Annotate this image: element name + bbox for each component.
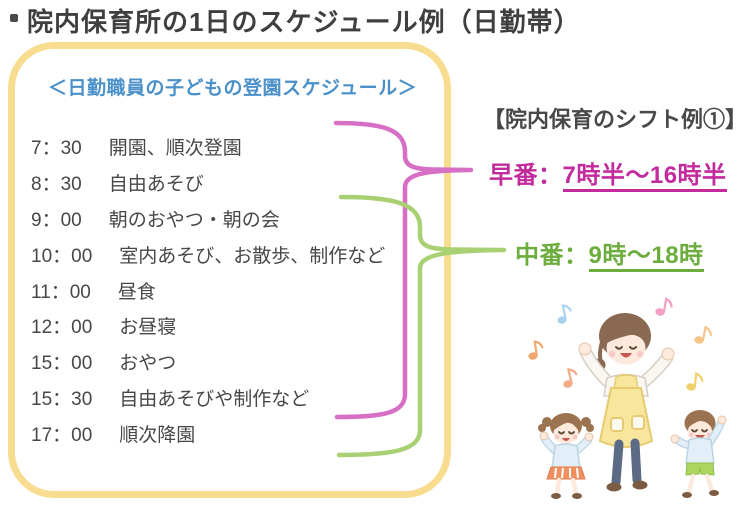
schedule-time: 11：00: [31, 281, 91, 303]
schedule-activity: 自由あそびや制作など: [119, 388, 310, 410]
schedule-activity: 開園、順次登園: [108, 138, 242, 160]
schedule-box-header: ＜日勤職員の子どもの登園スケジュール＞: [48, 78, 418, 99]
mid-shift-hours: 9時～18時: [588, 242, 704, 272]
mid-shift-label: 中番：: [515, 242, 589, 269]
schedule-row: 11：00 昼食: [31, 272, 385, 308]
page-title: 院内保育所の1日のスケジュール例（日勤帯）: [27, 7, 581, 37]
schedule-row: 12：00 お昼寝: [31, 308, 385, 344]
schedule-row: 10：00 室内あそび、お散歩、制作など: [31, 236, 385, 272]
early-shift-hours: 7時半～16時半: [562, 162, 727, 192]
schedule-time: 15：30: [31, 388, 93, 410]
music-note-icon: [563, 368, 578, 388]
schedule-row: 9：00 朝のおやつ・朝の会: [31, 201, 385, 237]
schedule-row: 8：30 自由あそび: [31, 165, 385, 201]
schedule-activity: お昼寝: [119, 317, 177, 339]
schedule-time: 17：00: [31, 424, 93, 446]
music-note-icon: [694, 325, 712, 344]
schedule-activity: 朝のおやつ・朝の会: [108, 209, 280, 231]
schedule-time: 8：30: [31, 174, 82, 196]
teacher-figure: [578, 313, 675, 492]
early-shift-label: 早番：: [489, 162, 563, 189]
music-note-icon: [686, 371, 704, 391]
schedule-activity: 室内あそび、お散歩、制作など: [119, 245, 386, 267]
schedule-activity: 順次降園: [119, 424, 196, 446]
music-note-icon: [528, 340, 544, 360]
schedule-activity: 自由あそび: [108, 174, 204, 196]
teacher-children-illustration: [528, 297, 727, 499]
music-note-icon: [655, 297, 673, 316]
music-note-icon: [557, 304, 572, 324]
schedule-time: 10：00: [31, 245, 93, 267]
girl-figure: [538, 413, 594, 499]
schedule-row: 7：30 開園、順次登園: [31, 129, 385, 165]
schedule-list: 7：30 開園、順次登園 8：30 自由あそび 9：00 朝のおやつ・朝の会 10：0…: [31, 129, 385, 451]
schedule-row: 15：00 おやつ: [31, 344, 385, 380]
shift-panel-title: 【院内保育のシフト例①】: [483, 107, 748, 132]
mid-shift-text: 中番：9時～18時: [515, 235, 704, 272]
schedule-activity: おやつ: [119, 353, 177, 375]
schedule-time: 12：00: [31, 317, 93, 339]
boy-figure: [670, 410, 727, 498]
schedule-row: 17：00 順次降園: [31, 415, 385, 451]
schedule-time: 15：00: [31, 353, 93, 375]
schedule-time: 7：30: [31, 138, 82, 160]
schedule-time: 9：00: [31, 209, 82, 231]
bullet-square-icon: [10, 14, 18, 22]
early-shift-text: 早番：7時半～16時半: [489, 155, 727, 192]
schedule-activity: 昼食: [117, 281, 156, 303]
schedule-row: 15：30 自由あそびや制作など: [31, 380, 385, 416]
